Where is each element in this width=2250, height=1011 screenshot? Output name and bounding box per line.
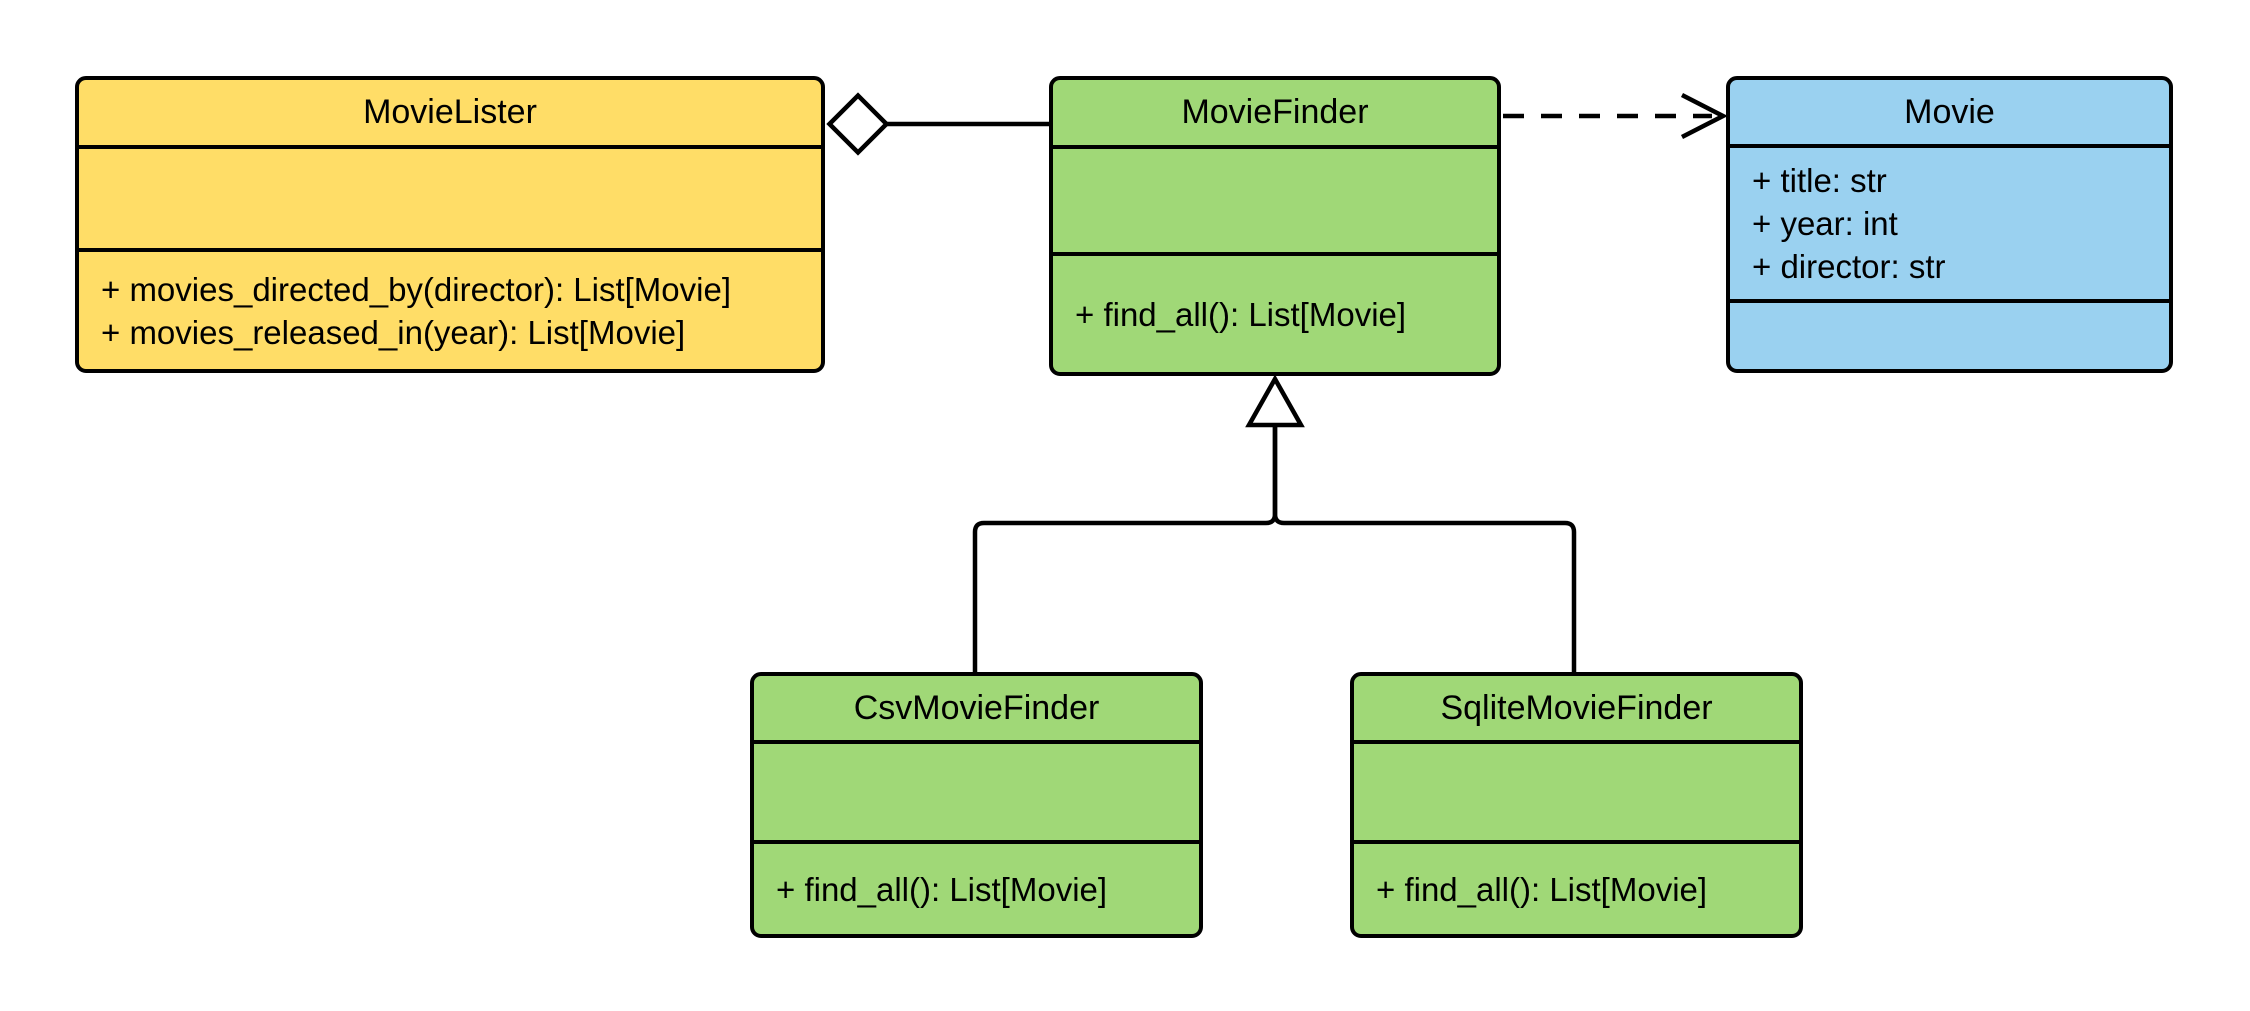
attribute-item: + director: str bbox=[1752, 248, 1946, 285]
attributes-section: + title: str + year: int + director: str bbox=[1730, 144, 2169, 299]
methods-section: + find_all(): List[Movie] bbox=[1354, 840, 1799, 934]
method-item: + movies_directed_by(director): List[Mov… bbox=[101, 270, 731, 308]
aggregation-diamond-icon bbox=[826, 92, 890, 156]
attributes-section bbox=[754, 740, 1199, 840]
dependency-arrowhead-icon bbox=[1680, 92, 1728, 140]
generalization-branch-right bbox=[1272, 427, 1577, 675]
class-sqlitemoviefinder: SqliteMovieFinder + find_all(): List[Mov… bbox=[1350, 672, 1803, 938]
class-title: CsvMovieFinder bbox=[853, 688, 1100, 727]
method-item: + find_all(): List[Movie] bbox=[1376, 870, 1708, 908]
attributes-section bbox=[79, 145, 821, 248]
attribute-item: + year: int bbox=[1752, 205, 1898, 242]
methods-section: + find_all(): List[Movie] bbox=[754, 840, 1199, 934]
method-item: + find_all(): List[Movie] bbox=[776, 870, 1108, 908]
generalization-triangle-icon bbox=[1245, 374, 1305, 428]
methods-section: + find_all(): List[Movie] bbox=[1053, 252, 1497, 372]
class-title: Movie bbox=[1904, 92, 1995, 131]
class-movie: Movie + title: str + year: int + directo… bbox=[1726, 76, 2173, 373]
methods-section bbox=[1730, 299, 2169, 369]
attribute-item: + title: str bbox=[1752, 162, 1887, 199]
class-title: MovieLister bbox=[363, 93, 537, 131]
method-item: + find_all(): List[Movie] bbox=[1075, 295, 1407, 333]
attributes-section bbox=[1053, 145, 1497, 252]
class-title: SqliteMovieFinder bbox=[1440, 688, 1713, 727]
class-moviefinder: MovieFinder + find_all(): List[Movie] bbox=[1049, 76, 1501, 376]
class-csvmoviefinder: CsvMovieFinder + find_all(): List[Movie] bbox=[750, 672, 1203, 938]
generalization-branch-left bbox=[972, 427, 1278, 675]
class-title: MovieFinder bbox=[1181, 93, 1369, 131]
class-movielister: MovieLister + movies_directed_by(directo… bbox=[75, 76, 825, 373]
methods-section: + movies_directed_by(director): List[Mov… bbox=[79, 248, 821, 369]
method-item: + movies_released_in(year): List[Movie] bbox=[101, 313, 686, 351]
attributes-section bbox=[1354, 740, 1799, 840]
